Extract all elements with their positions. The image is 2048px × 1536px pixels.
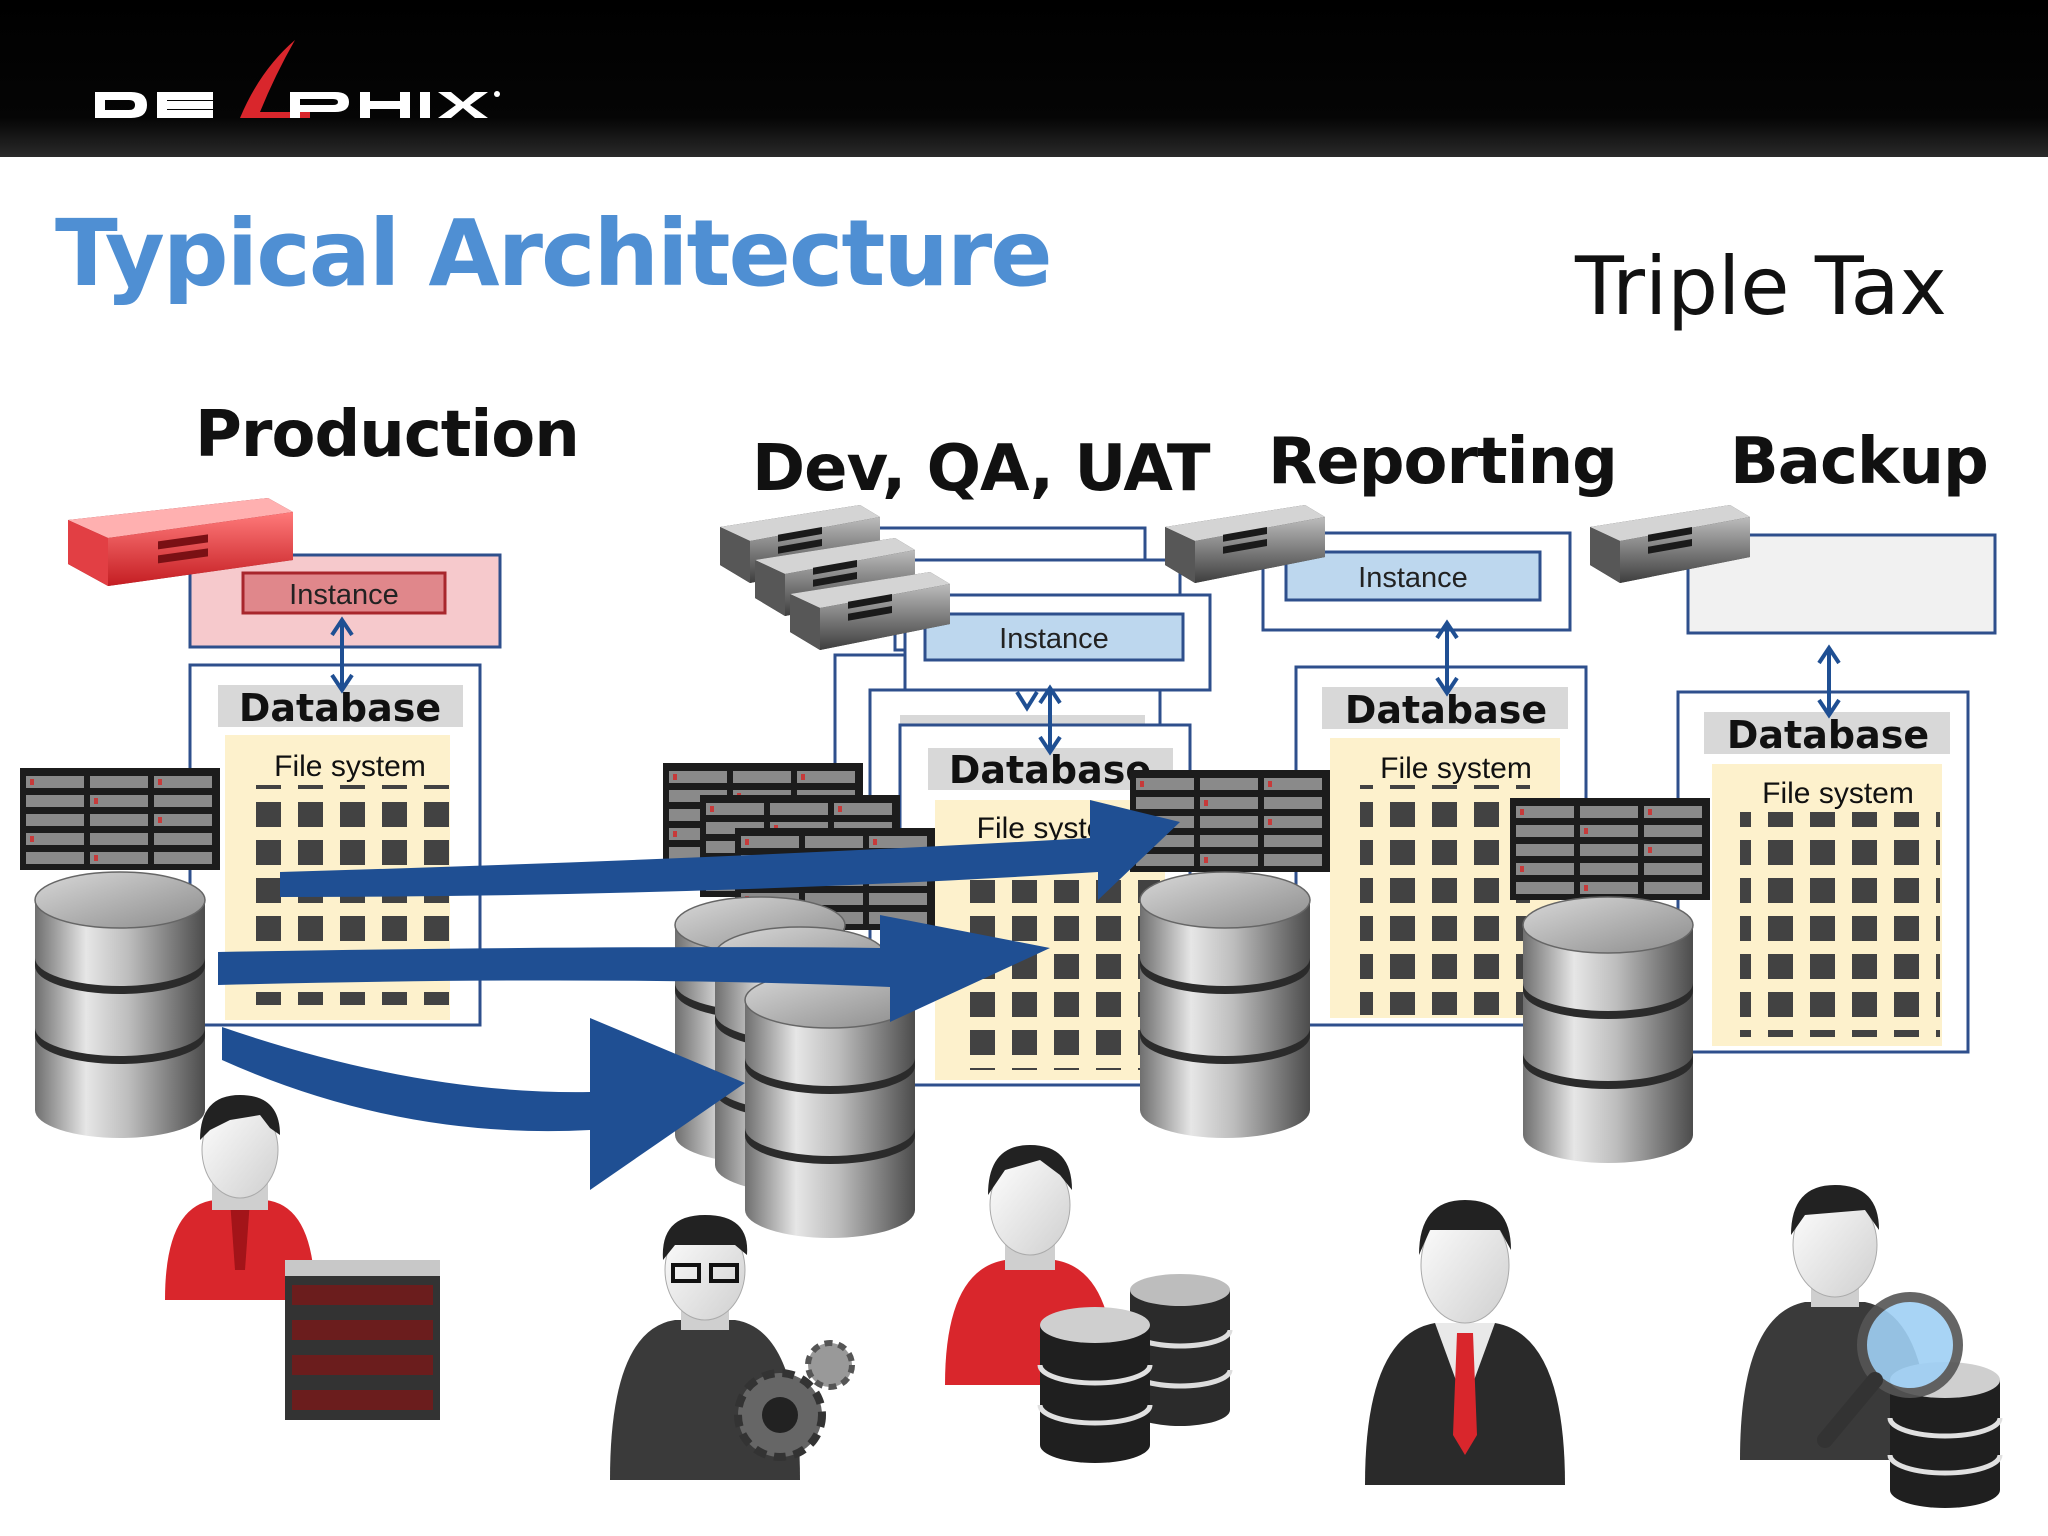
slide-subtitle: Triple Tax bbox=[1575, 240, 1947, 333]
production-label: Production bbox=[195, 398, 580, 472]
backup-label: Backup bbox=[1730, 425, 1989, 499]
copy-arrow-backup-icon bbox=[280, 800, 1180, 900]
reporting-instance-label: Instance bbox=[1358, 562, 1468, 594]
copy-arrow-dev-icon bbox=[222, 1018, 745, 1190]
reporting-label: Reporting bbox=[1268, 425, 1618, 499]
backup-filesystem-label: File system bbox=[1762, 777, 1914, 810]
header-bar bbox=[0, 0, 2048, 157]
backup-storage-rack-icon bbox=[1510, 798, 1710, 900]
dev-database-icon-3 bbox=[744, 971, 916, 1239]
production-instance-label: Instance bbox=[289, 579, 399, 611]
production-database-label: Database bbox=[239, 686, 441, 730]
slide-title: Typical Architecture bbox=[55, 200, 1053, 307]
dev-qa-uat-label: Dev, QA, UAT bbox=[752, 432, 1211, 506]
reporting-database-label: Database bbox=[1345, 688, 1547, 732]
backup-database-label: Database bbox=[1727, 713, 1929, 757]
reporting-database-icon bbox=[1139, 871, 1311, 1139]
copy-arrow-reporting-icon bbox=[218, 915, 1050, 1022]
reporting-filesystem-label: File system bbox=[1380, 752, 1532, 785]
qa-person-icon bbox=[945, 1145, 1233, 1463]
developer-person-icon bbox=[610, 1215, 855, 1480]
dev-instance-label: Instance bbox=[999, 623, 1109, 655]
production-storage-rack-icon bbox=[20, 768, 220, 870]
dba-person-icon bbox=[165, 1095, 440, 1420]
copy-arrows bbox=[218, 800, 1180, 1190]
backup-environment: Database File system bbox=[1510, 505, 1997, 1164]
production-database-icon bbox=[34, 871, 206, 1139]
manager-person-icon bbox=[1365, 1200, 1565, 1485]
backup-database-icon bbox=[1522, 896, 1694, 1164]
delphix-logo bbox=[95, 40, 500, 118]
production-filesystem-label: File system bbox=[274, 750, 426, 783]
analyst-person-icon bbox=[1740, 1185, 2003, 1508]
